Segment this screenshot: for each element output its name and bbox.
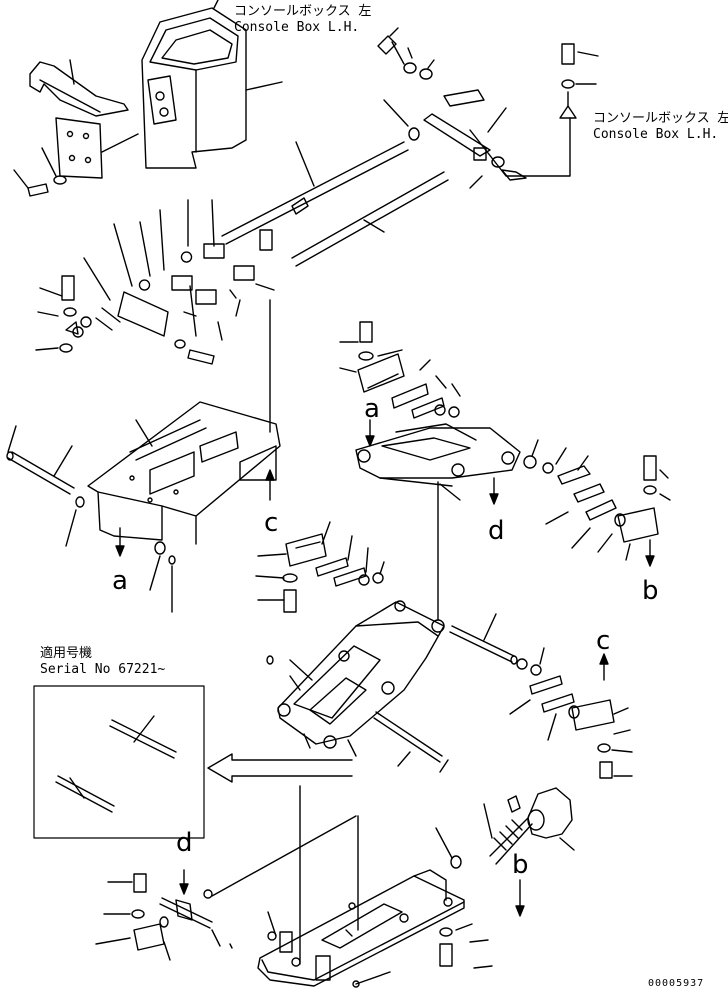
pin-rod-left (6, 425, 176, 613)
parts-lower-left (95, 873, 233, 961)
bolts-base-right (267, 911, 493, 969)
lever-arm (383, 89, 527, 189)
bolts-top-right (377, 27, 599, 177)
slide-rail-right (523, 439, 671, 561)
slide-rail-lower-left (255, 521, 385, 613)
adjust-knob (435, 787, 575, 869)
clip-assembly (35, 199, 275, 365)
control-rods (221, 141, 449, 267)
leader-lines (269, 299, 439, 601)
serial-label-en: Serial No 67221~ (40, 662, 166, 677)
console-box-right-label-jp: コンソールボックス 左 (593, 111, 728, 126)
serial-inset-box (33, 685, 205, 839)
console-box-left-label-en: Console Box L.H. (234, 20, 360, 35)
pins-lower (266, 613, 633, 779)
marker-arrows (115, 419, 655, 917)
marker-b-bottom: b (512, 850, 529, 880)
drawing-code: 00005937 (648, 978, 705, 989)
marker-a-top: a (364, 394, 380, 424)
serial-label-jp: 適用号機 (40, 646, 93, 661)
direction-arrow (207, 753, 353, 783)
console-box-right-label-en: Console Box L.H. (593, 127, 719, 142)
console-box (141, 0, 283, 169)
slide-rail-upper (339, 321, 461, 419)
marker-d-mid: d (488, 516, 505, 546)
handle-bracket (29, 59, 139, 179)
marker-d-bottom: d (176, 828, 193, 858)
base-plate (211, 785, 465, 988)
marker-b-right: b (642, 576, 659, 606)
bracket-frame (87, 299, 281, 545)
marker-a-bottom: a (112, 566, 128, 596)
marker-c-right: c (596, 626, 611, 656)
seat-suspension-frame-lower (277, 600, 445, 757)
console-box-left-label-jp: コンソールボックス 左 (234, 4, 372, 19)
marker-c-mid: c (264, 508, 279, 538)
bolt-left-top (13, 147, 67, 197)
